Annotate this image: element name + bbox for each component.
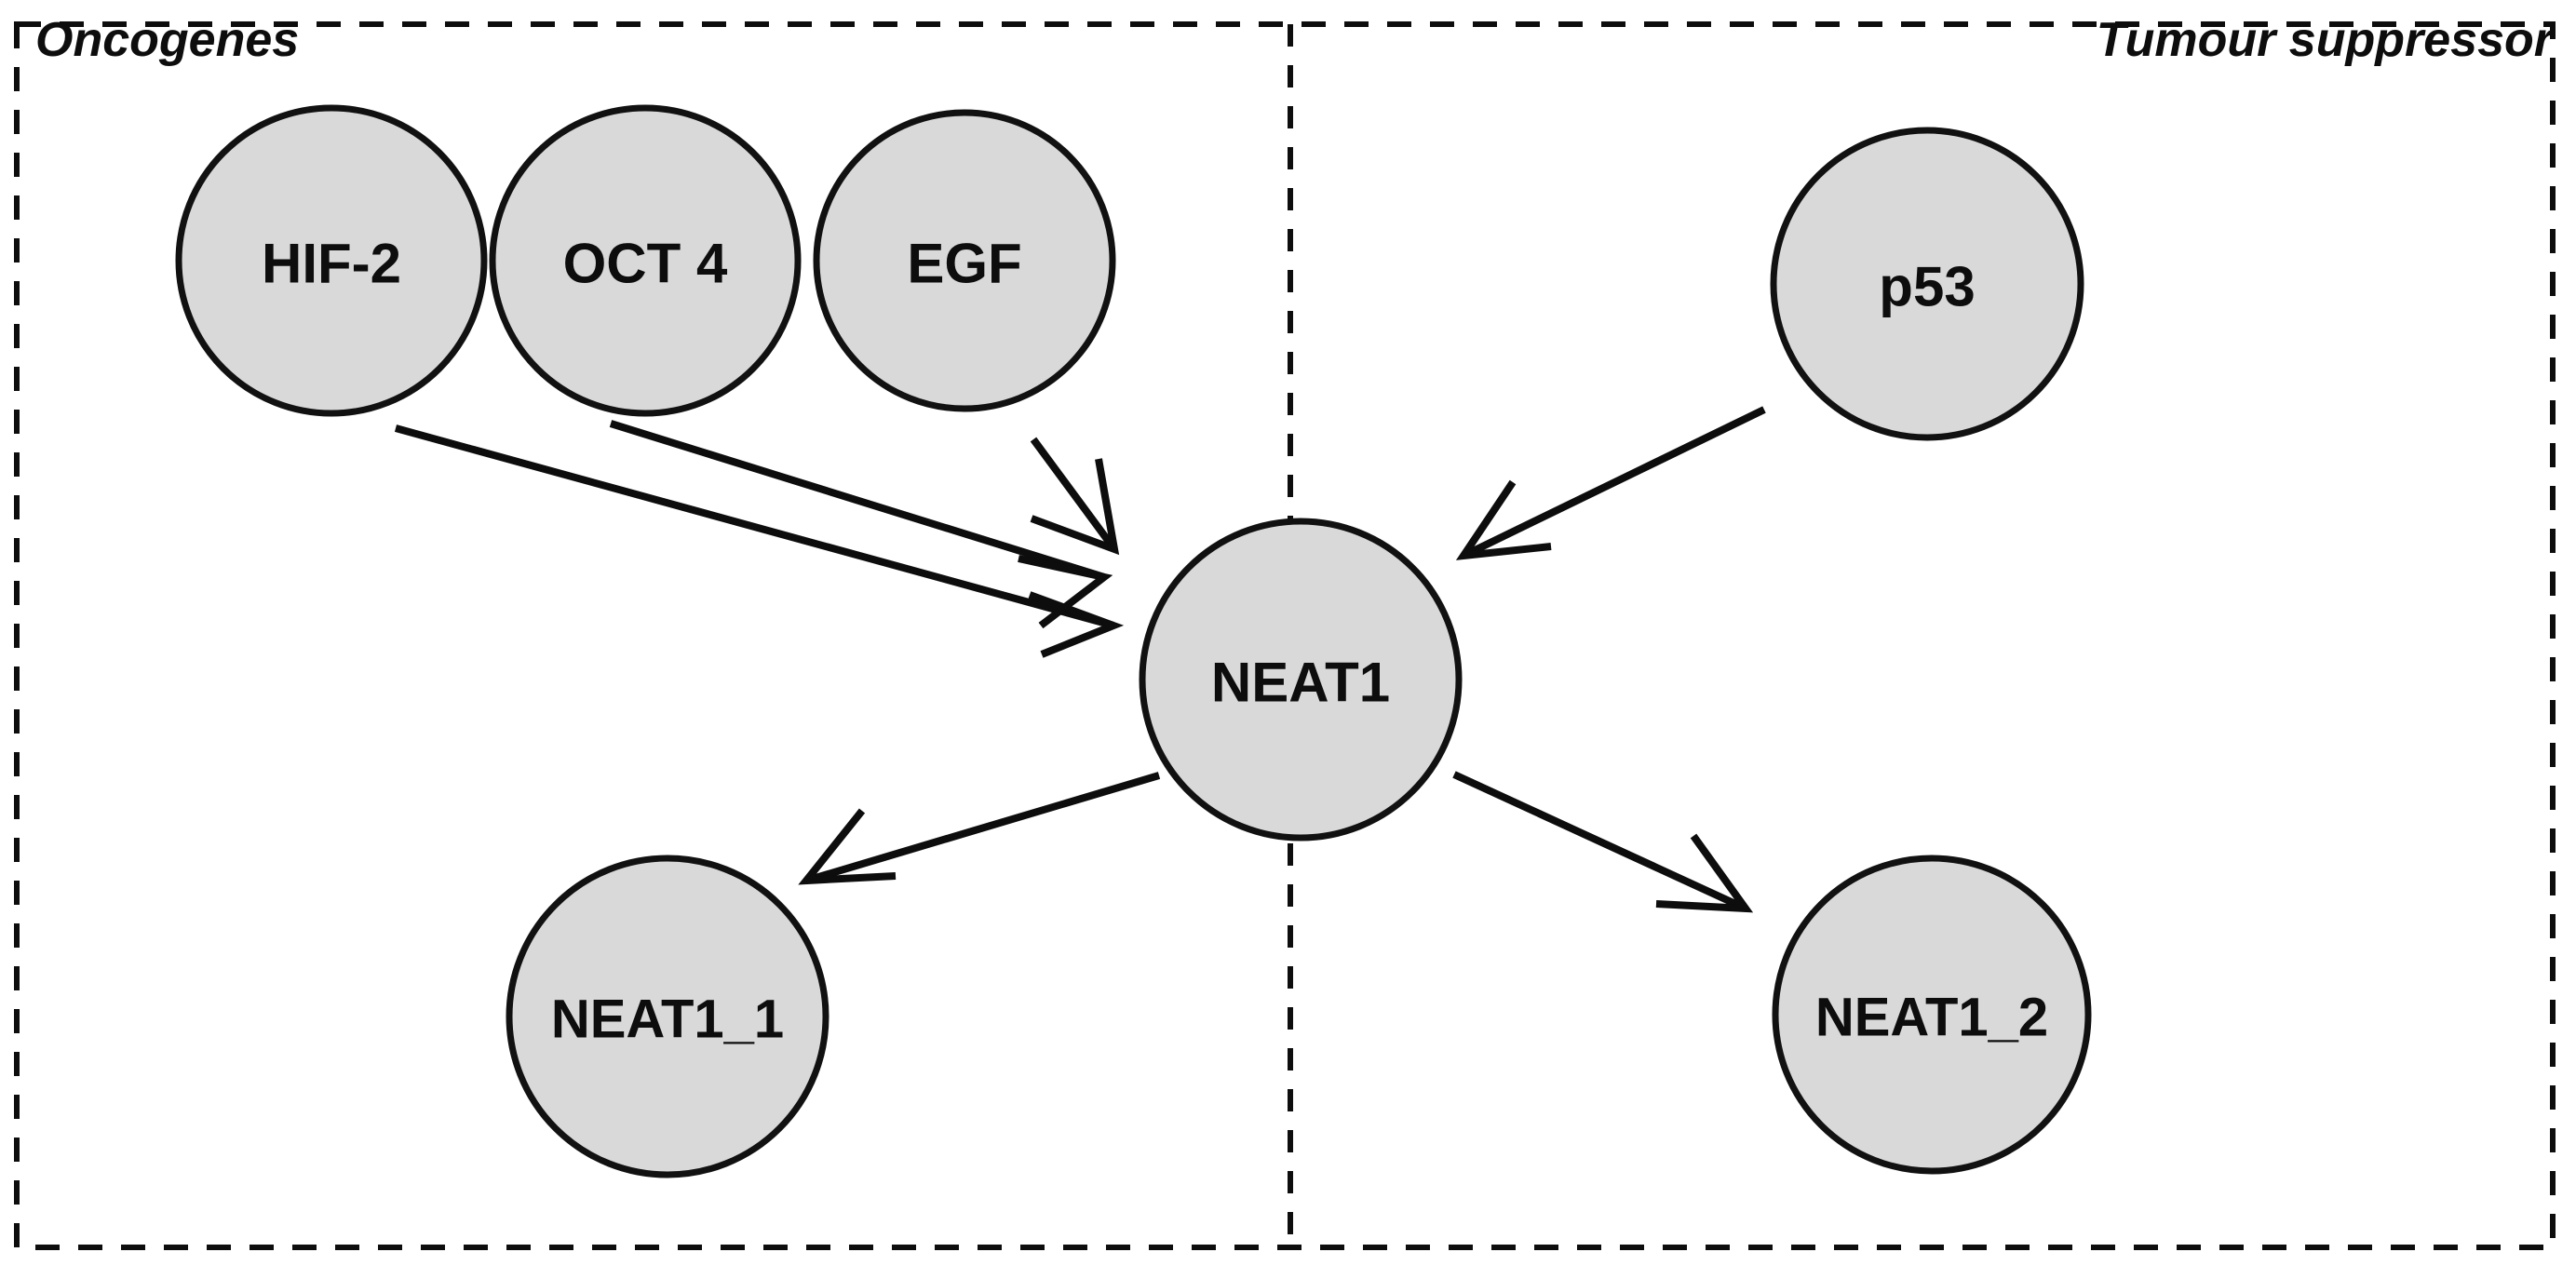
arrowhead-icon [1655, 833, 1754, 913]
node-label: p53 [1879, 256, 1975, 318]
node-label: NEAT1_2 [1815, 988, 2048, 1048]
edge-line [609, 420, 1106, 581]
edge-p53-to-neat1 [1455, 406, 1766, 560]
arrowhead-icon [1030, 458, 1120, 556]
edge-neat1-to-neat1-2 [1452, 771, 1754, 913]
edge-oct4-to-neat1 [609, 420, 1113, 629]
region-label-tumour-suppressor: Tumour suppressor [2097, 13, 2556, 67]
node-neat1-1[interactable]: NEAT1_1 [506, 855, 829, 1178]
outer-dashed-border [14, 21, 2556, 1250]
edge-hif2-to-neat1 [394, 424, 1125, 658]
node-label: EGF [907, 233, 1021, 295]
node-circle[interactable] [1139, 518, 1463, 841]
node-circle[interactable] [506, 855, 829, 1178]
edge-line [1462, 406, 1766, 559]
arrowhead-icon [798, 808, 897, 885]
node-circle[interactable] [1770, 127, 2084, 441]
node-label: NEAT1 [1211, 652, 1390, 714]
edge-line [394, 424, 1115, 629]
arrowhead-icon [1455, 479, 1552, 560]
node-neat1-2[interactable]: NEAT1_2 [1772, 855, 2092, 1175]
node-neat1[interactable]: NEAT1 [1139, 518, 1463, 841]
arrowhead-icon [1028, 591, 1125, 658]
node-egf[interactable]: EGF [813, 109, 1116, 412]
node-circle[interactable] [813, 109, 1116, 412]
edge-line [1452, 771, 1747, 912]
arrowhead-icon [1018, 555, 1113, 629]
node-hif2[interactable]: HIF-2 [175, 104, 488, 417]
node-circle[interactable] [489, 104, 802, 417]
edge-neat1-to-neat1-1 [798, 772, 1161, 885]
edge-line [1030, 437, 1118, 552]
node-label: HIF-2 [262, 233, 401, 295]
edge-line [804, 772, 1161, 884]
node-label: OCT 4 [563, 233, 728, 295]
node-circle[interactable] [175, 104, 488, 417]
node-p53[interactable]: p53 [1770, 127, 2084, 441]
edge-egf-to-neat1 [1030, 437, 1120, 556]
region-label-oncogenes: Oncogenes [35, 13, 299, 67]
node-circle[interactable] [1772, 855, 2092, 1175]
node-oct4[interactable]: OCT 4 [489, 104, 802, 417]
node-label: NEAT1_1 [551, 990, 784, 1050]
